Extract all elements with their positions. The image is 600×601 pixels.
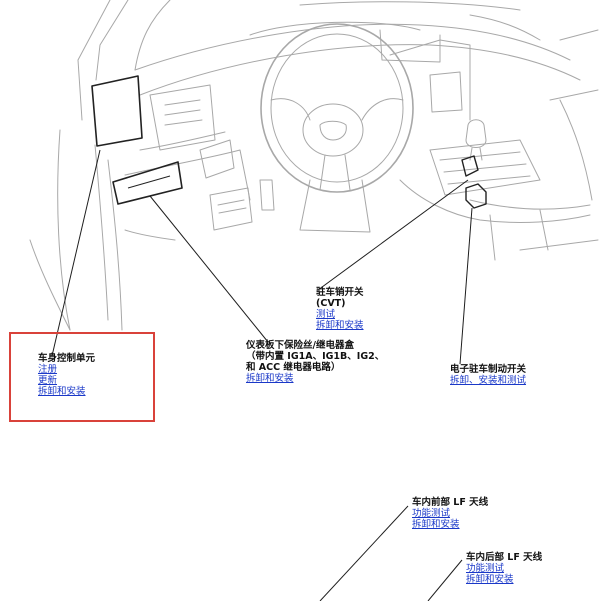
callout-rear-lf-antenna: 车内后部 LF 天线 功能测试 拆卸和安装 (466, 552, 542, 585)
link-removal-installation[interactable]: 拆卸和安装 (246, 373, 294, 384)
callout-front-lf-antenna: 车内前部 LF 天线 功能测试 拆卸和安装 (412, 497, 488, 530)
link-removal-installation-test[interactable]: 拆卸、安装和测试 (450, 375, 527, 386)
callout-title-line-2: （带内置 IG1A、IG1B、IG2、 (246, 351, 385, 362)
link-test[interactable]: 测试 (316, 309, 336, 320)
callout-under-dash-fuse-box: 仪表板下保险丝/继电器盒 （带内置 IG1A、IG1B、IG2、 和 ACC 继… (246, 340, 384, 384)
link-removal-installation[interactable]: 拆卸和安装 (316, 320, 364, 331)
callout-subtitle: (CVT) (316, 298, 346, 309)
callout-body-control-unit: 车身控制单元 注册 更新 拆卸和安装 (38, 353, 95, 397)
link-removal-installation[interactable]: 拆卸和安装 (466, 574, 514, 585)
callout-title: 车内前部 LF 天线 (412, 497, 489, 508)
highlight-frame (9, 332, 155, 422)
callout-epb-switch: 电子驻车制动开关 拆卸、安装和测试 (450, 364, 526, 386)
callout-parking-pin-switch: 驻车销开关 (CVT) 测试 拆卸和安装 (316, 287, 364, 331)
callout-title: 驻车销开关 (316, 287, 364, 298)
callout-title-line-3: 和 ACC 继电器电路） (246, 362, 341, 373)
link-removal-installation[interactable]: 拆卸和安装 (38, 386, 86, 397)
link-function-test[interactable]: 功能测试 (466, 563, 505, 574)
link-removal-installation[interactable]: 拆卸和安装 (412, 519, 460, 530)
callout-title: 车内后部 LF 天线 (466, 552, 543, 563)
link-register[interactable]: 注册 (38, 364, 58, 375)
callout-title-line-1: 仪表板下保险丝/继电器盒 (246, 340, 354, 351)
link-function-test[interactable]: 功能测试 (412, 508, 451, 519)
callout-title: 车身控制单元 (38, 353, 96, 364)
link-update[interactable]: 更新 (38, 375, 58, 386)
callout-title: 电子驻车制动开关 (450, 364, 527, 375)
